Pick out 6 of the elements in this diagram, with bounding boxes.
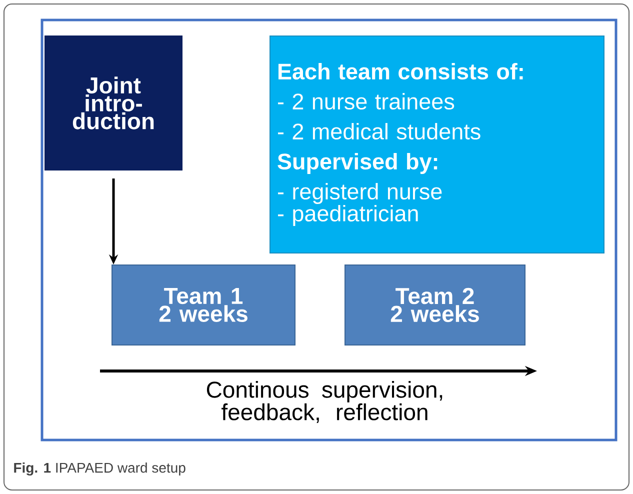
intro-box: Joint intro- duction [44,36,182,170]
team-box: Team 1 2 weeks [112,264,296,346]
timeline-label: Continous supervision, feedback, reflection [206,380,442,423]
info-box: Each team consists of: - 2 nurse trainees - 2 medical students Supervised by: - registerd nurse - paediatrician [270,36,604,254]
caption: Fig. 1 IPAPAED ward setup [14,462,186,476]
team-box: Team 2 2 weeks [344,264,526,346]
